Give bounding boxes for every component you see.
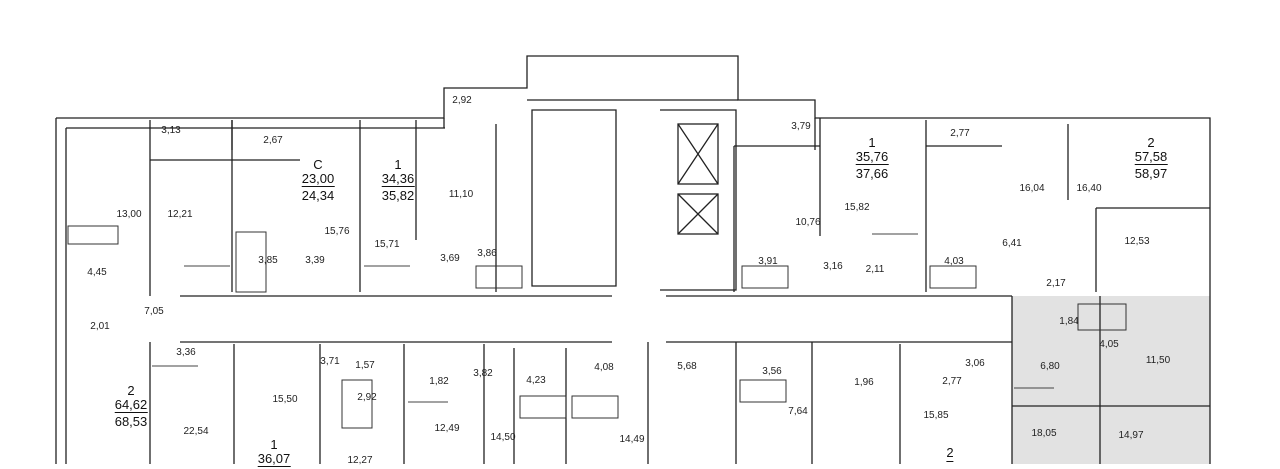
room-area: 16,04	[1019, 183, 1045, 194]
unit-total-area: 58,97	[1134, 166, 1168, 182]
room-area: 2,11	[865, 264, 885, 275]
room-area: 3,39	[305, 255, 325, 266]
room-area: 15,85	[923, 410, 949, 421]
unit-rooms: 2	[1147, 135, 1155, 150]
room-area: 14,97	[1118, 430, 1144, 441]
room-area: 3,91	[758, 256, 778, 267]
room-area: 7,64	[788, 406, 808, 417]
room-area: 3,13	[161, 125, 181, 136]
walls	[55, 55, 1211, 464]
room-area: 7,05	[144, 306, 164, 317]
unit-rooms: 1	[394, 157, 402, 172]
room-area: 15,71	[374, 239, 400, 250]
room-area: 13,00	[116, 209, 142, 220]
room-area: 11,10	[448, 189, 474, 200]
highlighted-apartment	[1012, 296, 1210, 464]
radiators	[152, 233, 1054, 403]
unit-total-area: 37,66	[855, 166, 889, 182]
room-area: 22,54	[183, 426, 209, 437]
room-area: 3,56	[762, 366, 782, 377]
unit-living-area: 23,00	[301, 170, 335, 188]
unit-living-area: 35,76	[855, 148, 889, 166]
room-area: 2,77	[942, 376, 962, 387]
room-area: 1,96	[854, 377, 874, 388]
room-area: 15,82	[844, 202, 870, 213]
unit-rooms: 1	[270, 437, 278, 452]
room-area: 3,36	[176, 347, 196, 358]
room-area: 4,05	[1099, 339, 1119, 350]
room-area: 15,50	[272, 394, 298, 405]
unit-total-area: 68,53	[114, 414, 148, 430]
room-area: 1,84	[1059, 316, 1079, 327]
room-area: 4,23	[526, 375, 546, 386]
room-area: 3,06	[965, 358, 985, 369]
room-area: 12,53	[1124, 236, 1150, 247]
unit-rooms: С	[313, 157, 323, 172]
unit-living-area: 36,07	[257, 450, 291, 468]
room-area: 18,05	[1031, 428, 1057, 439]
unit-rooms: 2	[127, 383, 135, 398]
bathroom-fixtures	[67, 225, 1127, 429]
unit-label: 2 57,58 58,97	[1134, 135, 1168, 182]
room-area: 6,41	[1002, 238, 1022, 249]
room-area: 5,68	[677, 361, 697, 372]
unit-living-area	[946, 460, 954, 462]
room-area: 12,21	[167, 209, 193, 220]
room-area: 11,50	[1145, 355, 1171, 366]
unit-rooms: 2	[946, 445, 954, 460]
room-area: 2,92	[357, 392, 377, 403]
room-area: 12,27	[347, 455, 373, 466]
room-area: 3,79	[791, 121, 811, 132]
unit-total-area: 35,82	[381, 188, 415, 204]
unit-label: 2	[946, 445, 954, 462]
unit-label: 1 35,76 37,66	[855, 135, 889, 182]
room-area: 14,49	[619, 434, 645, 445]
room-area: 3,86	[477, 248, 497, 259]
unit-label: 1 36,07	[257, 437, 291, 469]
room-area: 10,76	[795, 217, 821, 228]
room-area: 3,82	[473, 368, 493, 379]
unit-label: С 23,00 24,34	[301, 157, 335, 204]
unit-total-area: 24,34	[301, 188, 335, 204]
unit-rooms: 1	[868, 135, 876, 150]
room-area: 4,45	[87, 267, 107, 278]
unit-living-area: 64,62	[114, 396, 148, 414]
room-area: 2,17	[1046, 278, 1066, 289]
room-area: 14,50	[490, 432, 516, 443]
room-area: 3,16	[823, 261, 843, 272]
room-area: 1,57	[355, 360, 375, 371]
unit-label: 2 64,62 68,53	[114, 383, 148, 430]
unit-living-area: 57,58	[1134, 148, 1168, 166]
room-area: 3,69	[440, 253, 460, 264]
room-area: 12,49	[434, 423, 460, 434]
unit-living-area: 34,36	[381, 170, 415, 188]
room-area: 2,77	[950, 128, 970, 139]
room-area: 3,85	[258, 255, 278, 266]
room-area: 2,67	[263, 135, 283, 146]
room-area: 1,82	[429, 376, 449, 387]
room-area: 6,80	[1040, 361, 1060, 372]
room-area: 4,08	[594, 362, 614, 373]
unit-label: 1 34,36 35,82	[381, 157, 415, 204]
room-area: 4,03	[944, 256, 964, 267]
room-area: 3,71	[320, 356, 340, 367]
room-area: 2,92	[452, 95, 472, 106]
room-area: 2,01	[90, 321, 110, 332]
room-area: 16,40	[1076, 183, 1102, 194]
room-area: 15,76	[324, 226, 350, 237]
